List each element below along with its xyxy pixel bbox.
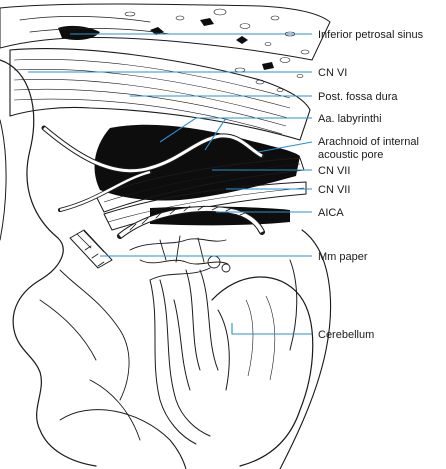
cerebellum-surface [211, 229, 331, 469]
label-aica: AICA [318, 207, 344, 219]
aica-vessel [117, 205, 265, 239]
lower-nerve-roots [149, 269, 219, 445]
label-cn-vii-1: CN VII [318, 165, 350, 177]
label-aa-labyrinthi: Aa. labyrinthi [318, 113, 382, 125]
label-post-fossa-dura: Post. fossa dura [318, 91, 398, 103]
posterior-fossa-dura [9, 48, 311, 141]
labyrinthine-arteries [41, 125, 265, 212]
label-arachnoid-line-1: Arachnoid of internal [318, 136, 419, 148]
left-tissue-folds [39, 269, 141, 441]
vessel-tangle [129, 235, 231, 281]
label-arachnoid-line-2: acoustic pore [318, 149, 383, 161]
pointer-cerebellum [231, 323, 312, 335]
pointer-aa-labyrinthi-branch [204, 117, 227, 151]
label-group: Inferior petrosal sinus CN VI Post. foss… [318, 29, 424, 341]
illustration [0, 3, 331, 469]
petrous-bone [0, 3, 331, 92]
label-cerebellum: Cerebellum [318, 329, 374, 341]
label-cn-vii-2: CN VII [318, 184, 350, 196]
skull-outline [0, 59, 187, 469]
pointer-lines [28, 33, 313, 335]
mm-paper-strip [69, 229, 113, 269]
label-cn-vi: CN VI [318, 67, 347, 79]
label-mm-paper: Mm paper [318, 251, 368, 263]
label-inferior-petrosal-sinus: Inferior petrosal sinus [318, 29, 424, 41]
pointer-aa-labyrinthi [159, 117, 312, 143]
pointer-arachnoid [257, 141, 313, 153]
